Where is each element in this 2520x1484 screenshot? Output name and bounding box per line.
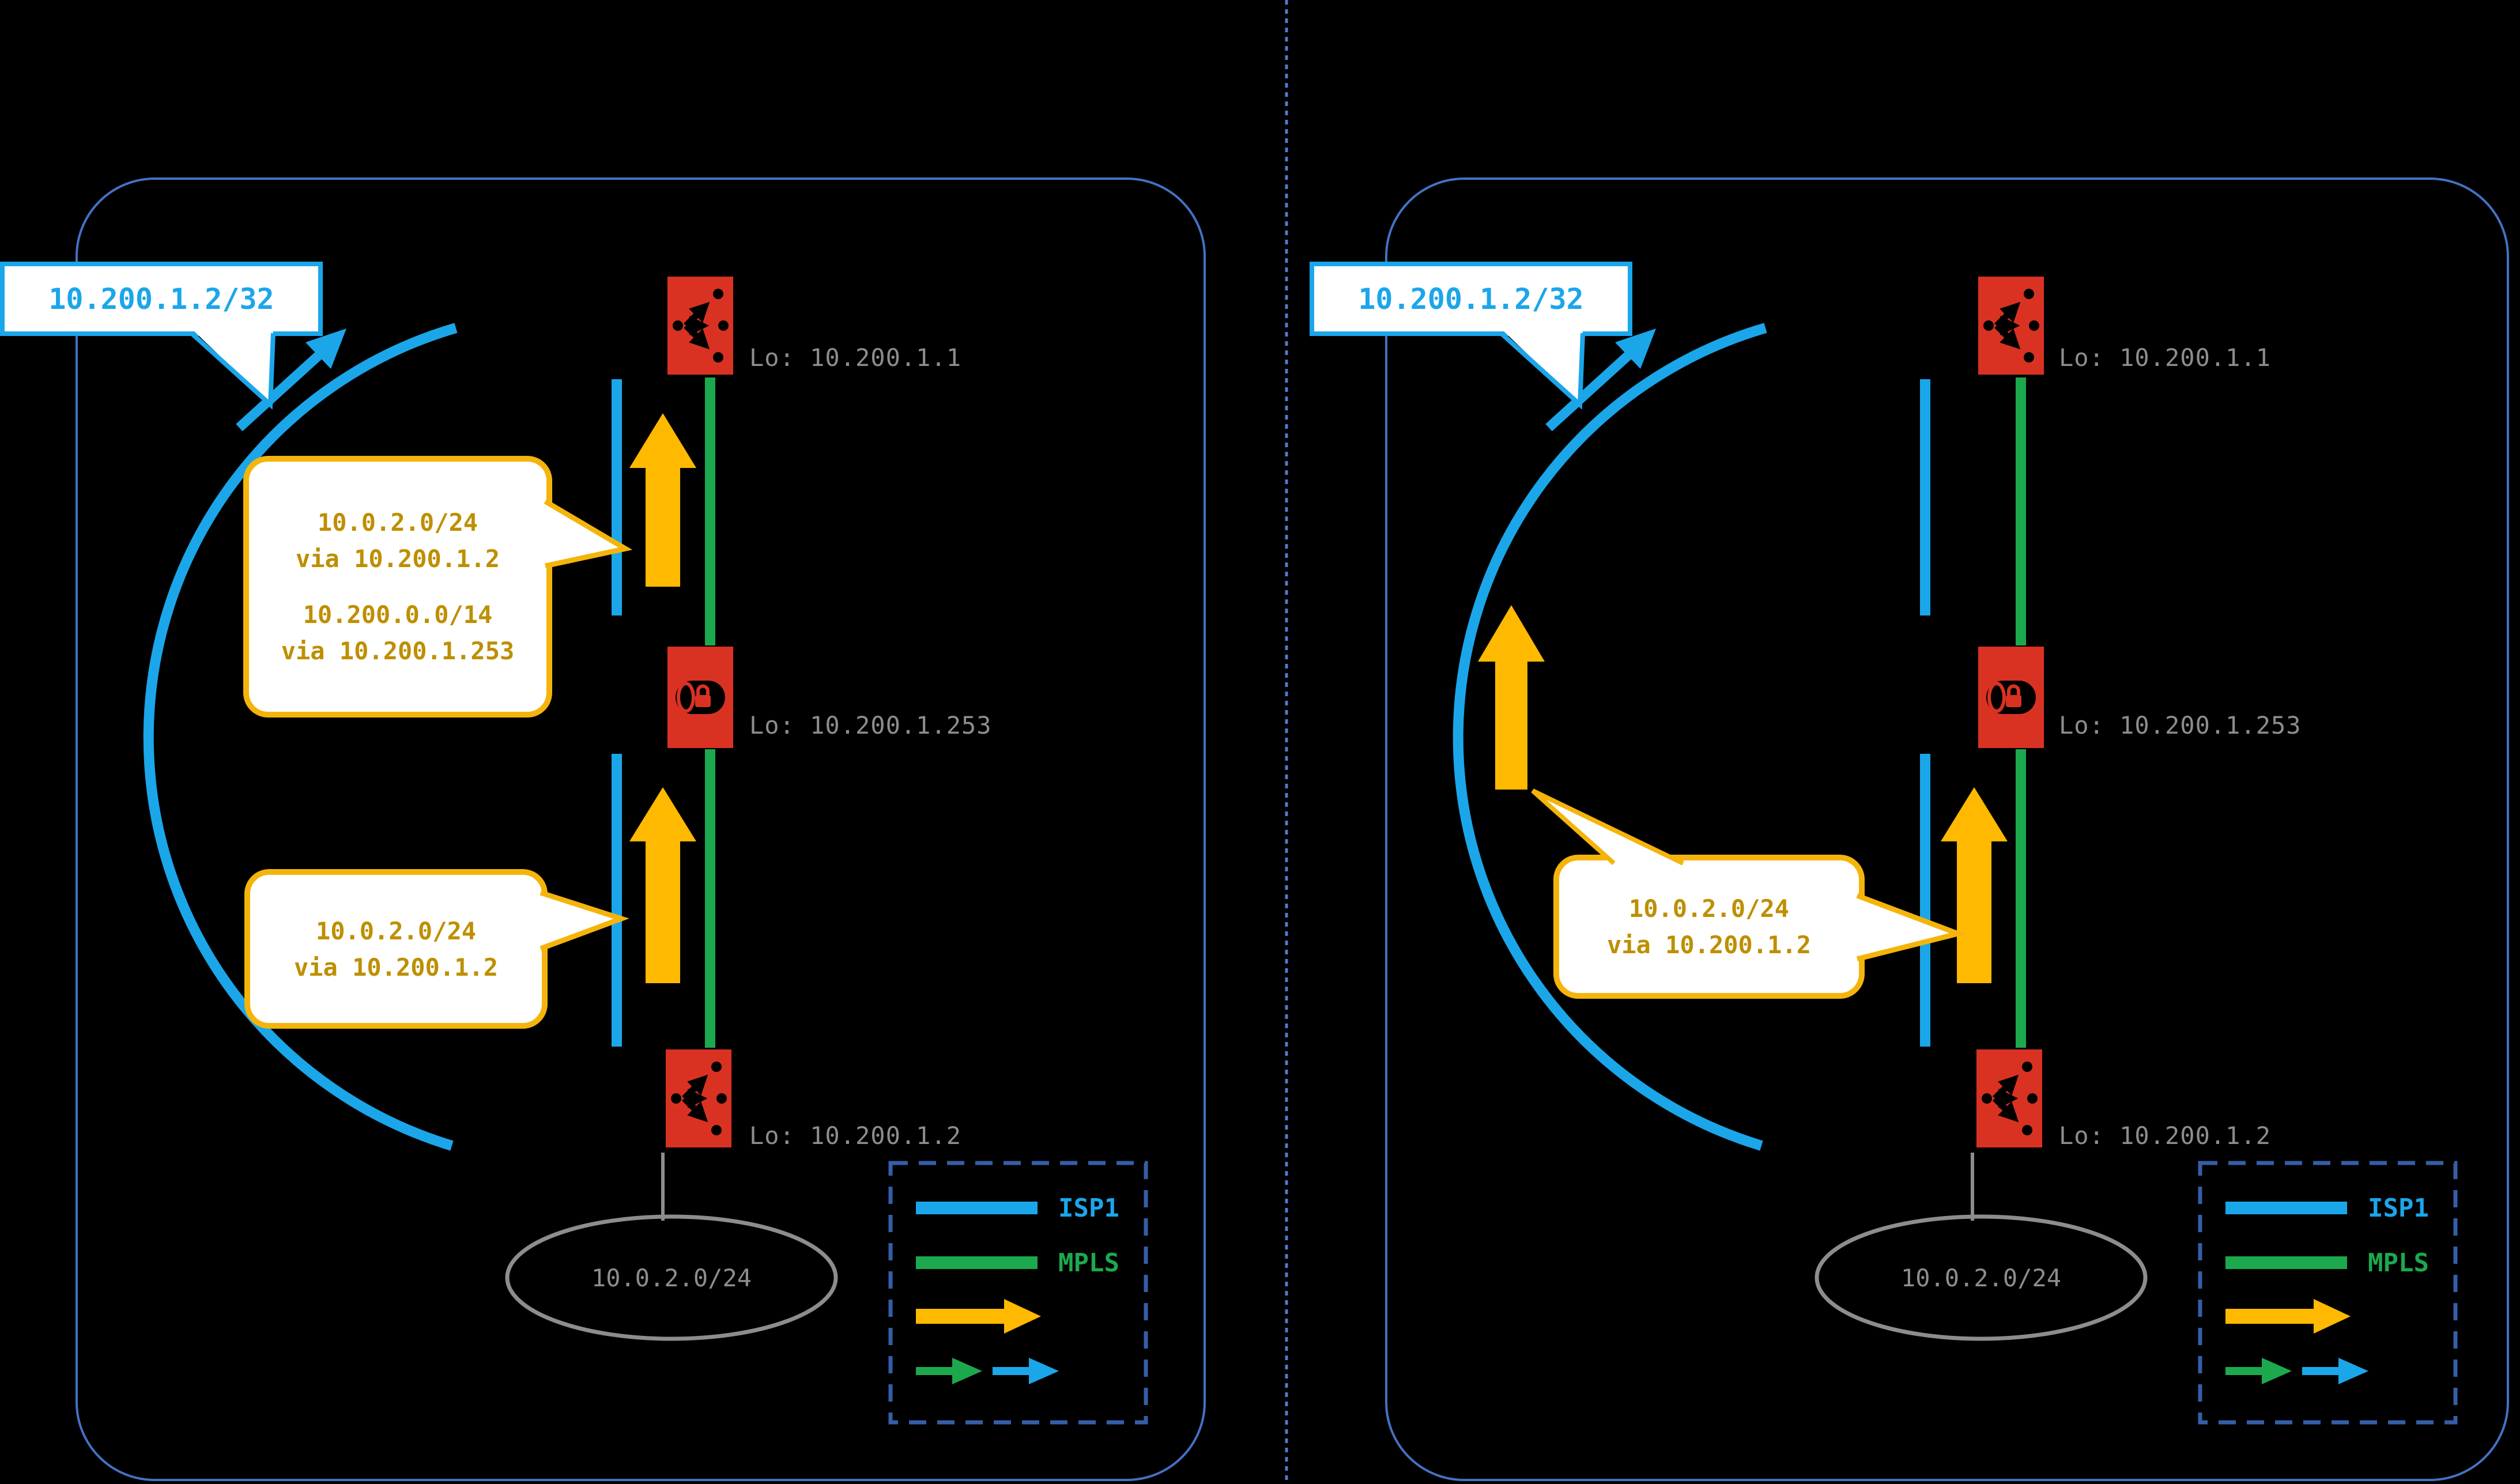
isp1-advertise-arrow [1545, 328, 1656, 432]
prefix-callout-text: 10.200.1.2/32 [48, 282, 274, 316]
lan-subnet-label: 10.0.2.0/24 [1900, 1263, 2062, 1292]
routes-callout-lower-bubble [244, 869, 629, 1029]
vpn-tunnel-lock-icon [1978, 647, 2044, 748]
panel-left-shapes [0, 178, 1206, 1481]
right-panel-border [1385, 178, 2509, 1481]
lan-ellipse [505, 1214, 838, 1341]
node-label-middle: Lo: 10.200.1.253 [2059, 711, 2302, 739]
route-entry: 10.0.2.0/24 via 10.200.1.2 [295, 508, 500, 573]
node-label-bottom: Lo: 10.200.1.2 [2059, 1121, 2272, 1150]
routes-callout-upper-text: 10.0.2.0/24 via 10.200.1.2 10.200.0.0/14… [246, 459, 549, 715]
legend-mpls-label: MPLS [2368, 1248, 2429, 1278]
left-panel-border [76, 178, 1206, 1481]
prefix-callout-text: 10.200.1.2/32 [1358, 282, 1584, 316]
route-entry: 10.0.2.0/24 via 10.200.1.2 [293, 916, 498, 981]
route-advertise-arrow-lower [629, 787, 696, 983]
lan-subnet-label: 10.0.2.0/24 [591, 1263, 752, 1292]
routes-callout-lower-text: 10.0.2.0/24 via 10.200.1.2 [247, 872, 545, 1026]
node-label-middle: Lo: 10.200.1.253 [749, 711, 992, 739]
router-icon [1976, 1049, 2042, 1147]
legend-mpls-label: MPLS [1058, 1248, 1119, 1278]
isp1-advertise-arrow [236, 328, 346, 432]
lan-ellipse [1814, 1214, 2148, 1341]
router-icon [667, 277, 733, 375]
route-advertise-arrow-isp1 [1478, 605, 1545, 790]
node-label-top: Lo: 10.200.1.1 [2059, 343, 2272, 372]
panel-right-shapes [1310, 178, 2509, 1481]
route-advertise-arrow-lower [1941, 787, 2008, 983]
routes-callout-text: 10.0.2.0/24 via 10.200.1.2 [1556, 858, 1862, 996]
routes-callout-bubble [1531, 788, 1967, 999]
isp1-route-arc [1453, 323, 1767, 1151]
node-label-bottom: Lo: 10.200.1.2 [749, 1121, 962, 1150]
prefix-callout-bubble [1310, 262, 1632, 410]
legend-isp1-label: ISP1 [1058, 1193, 1119, 1223]
node-label-top: Lo: 10.200.1.1 [749, 343, 962, 372]
legend-isp1-label: ISP1 [2368, 1193, 2429, 1223]
prefix-callout-bubble [0, 262, 323, 410]
vpn-tunnel-lock-icon [667, 647, 733, 748]
route-entry: 10.200.0.0/14 via 10.200.1.253 [281, 601, 515, 665]
router-icon [666, 1049, 731, 1147]
route-entry: 10.0.2.0/24 via 10.200.1.2 [1606, 894, 1811, 959]
router-icon [1978, 277, 2044, 375]
route-advertise-arrow-upper [629, 413, 696, 587]
isp1-route-arc [143, 323, 458, 1151]
routes-callout-upper-bubble [243, 456, 633, 718]
